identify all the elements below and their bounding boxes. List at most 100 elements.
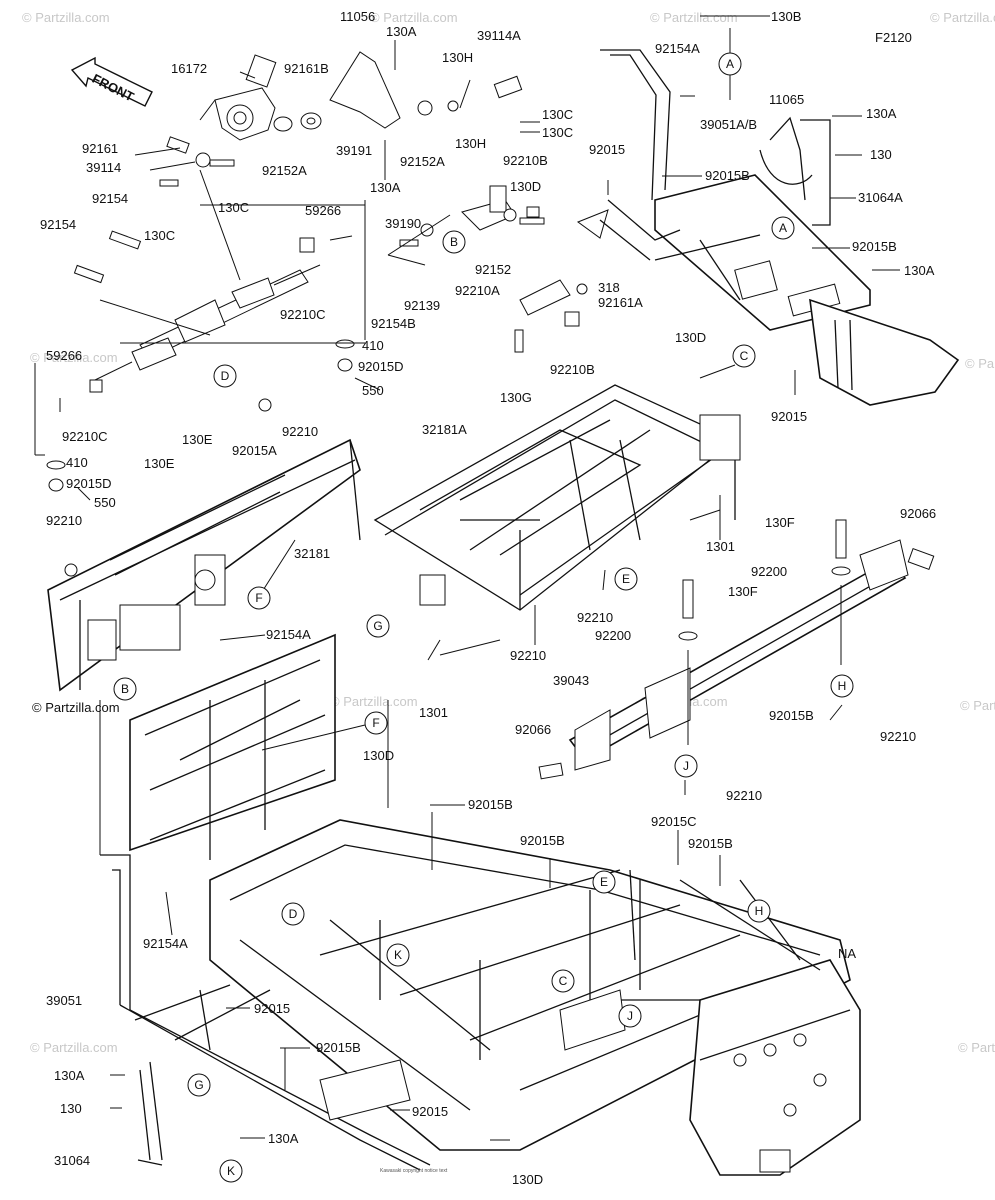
part-label: 92200 <box>751 564 787 579</box>
part-label: 59266 <box>46 348 82 363</box>
part-label: 92161 <box>82 141 118 156</box>
part-label: 92015B <box>769 708 814 723</box>
watermark: © Partzilla.com <box>370 10 458 25</box>
part-label: 92015A <box>232 443 277 458</box>
part-label: 92210C <box>62 429 108 444</box>
ref-marker-j: J <box>674 754 698 778</box>
part-label: 130B <box>771 9 801 24</box>
part-label: 39191 <box>336 143 372 158</box>
svg-text:J: J <box>683 759 689 773</box>
part-label: 11065 <box>769 92 804 107</box>
ref-marker-d: D <box>213 364 237 388</box>
part-label: 130F <box>765 515 795 530</box>
ref-marker-k: K <box>219 1159 243 1183</box>
part-label: 92210C <box>280 307 326 322</box>
svg-text:B: B <box>450 235 458 249</box>
part-label: 39043 <box>553 673 589 688</box>
ref-marker-a: A <box>771 216 795 240</box>
steering-linkage <box>387 185 609 353</box>
leader-lines <box>77 15 900 1141</box>
ref-marker-k: K <box>386 943 410 967</box>
part-label: 92015D <box>358 359 404 374</box>
watermark: © Partzilla.com <box>30 1040 118 1055</box>
part-label: 32181A <box>422 422 467 437</box>
part-label: 39051A/B <box>700 117 757 132</box>
part-label: 130A <box>866 106 897 121</box>
part-label: 92210B <box>550 362 595 377</box>
svg-text:K: K <box>394 948 402 962</box>
part-label: 92210 <box>46 513 82 528</box>
left-side-frame <box>47 438 361 692</box>
svg-text:D: D <box>221 369 230 383</box>
part-label: 39190 <box>385 216 421 231</box>
part-label: 130 <box>60 1101 82 1116</box>
watermark-dark: © Partzilla.com <box>32 700 120 715</box>
svg-text:H: H <box>838 679 847 693</box>
ref-marker-g: G <box>366 614 390 638</box>
part-label: 130D <box>363 748 394 763</box>
watermark: © Partzilla.com <box>650 10 738 25</box>
diagram-code: F2120 <box>875 30 912 45</box>
svg-text:A: A <box>726 57 734 71</box>
part-label: 130E <box>144 456 175 471</box>
part-label: 130A <box>386 24 417 39</box>
watermark: © Partzilla.com <box>330 694 418 709</box>
part-label: 92139 <box>404 298 440 313</box>
svg-text:C: C <box>559 974 568 988</box>
part-label: 130A <box>268 1131 299 1146</box>
part-label: 130C <box>144 228 175 243</box>
part-label: 130 <box>870 147 892 162</box>
part-label: 59266 <box>305 203 341 218</box>
svg-text:G: G <box>373 619 382 633</box>
part-label: 92210 <box>726 788 762 803</box>
part-label: 92154A <box>655 41 700 56</box>
part-label: 130C <box>542 107 573 122</box>
part-label: 1301 <box>706 539 735 554</box>
part-label: 130A <box>904 263 935 278</box>
part-label: 92161A <box>598 295 643 310</box>
part-label: 92161B <box>284 61 329 76</box>
part-label: 92015B <box>852 239 897 254</box>
part-labels: 11056 130A 39114A 130B 16172 92161B 130H… <box>40 9 936 1187</box>
part-label: 130E <box>182 432 213 447</box>
ref-marker-h: H <box>830 674 854 698</box>
main-chassis-frame <box>100 633 861 1176</box>
ref-marker-h: H <box>747 899 771 923</box>
part-label: 92015 <box>254 1001 290 1016</box>
watermark: © Partzilla.com <box>960 698 995 713</box>
svg-text:K: K <box>227 1164 235 1178</box>
part-label: 130A <box>54 1068 85 1083</box>
part-label: 92154A <box>266 627 311 642</box>
part-label: 1301 <box>419 705 448 720</box>
part-label: 130H <box>455 136 486 151</box>
part-label: 92066 <box>515 722 551 737</box>
part-label: 92154B <box>371 316 416 331</box>
svg-text:B: B <box>121 682 129 696</box>
part-label: 92015B <box>705 168 750 183</box>
part-label: 130D <box>510 179 541 194</box>
part-label: 92154A <box>143 936 188 951</box>
svg-text:A: A <box>779 221 787 235</box>
part-label: 92152 <box>475 262 511 277</box>
watermark: © Partzilla.com <box>22 10 110 25</box>
watermark: © Partzilla.com <box>965 356 995 371</box>
part-label: 130C <box>542 125 573 140</box>
part-label: 92015D <box>66 476 112 491</box>
part-label: 39051 <box>46 993 82 1008</box>
part-label: 130D <box>512 1172 543 1187</box>
copyright-notice: Kawasaki copyright notice text <box>380 1168 448 1174</box>
ref-marker-c: C <box>732 344 756 368</box>
svg-text:C: C <box>740 349 749 363</box>
part-label: 92152A <box>262 163 307 178</box>
part-label: 39114 <box>86 160 121 175</box>
part-label: 410 <box>66 455 88 470</box>
ref-marker-e: E <box>614 567 638 591</box>
ref-marker-d: D <box>281 902 305 926</box>
cross-member <box>538 519 935 780</box>
part-label: 92015B <box>688 836 733 851</box>
steering-rack <box>34 51 523 577</box>
part-label: 92015C <box>651 814 697 829</box>
part-label: 130H <box>442 50 473 65</box>
part-label: 318 <box>598 280 620 295</box>
